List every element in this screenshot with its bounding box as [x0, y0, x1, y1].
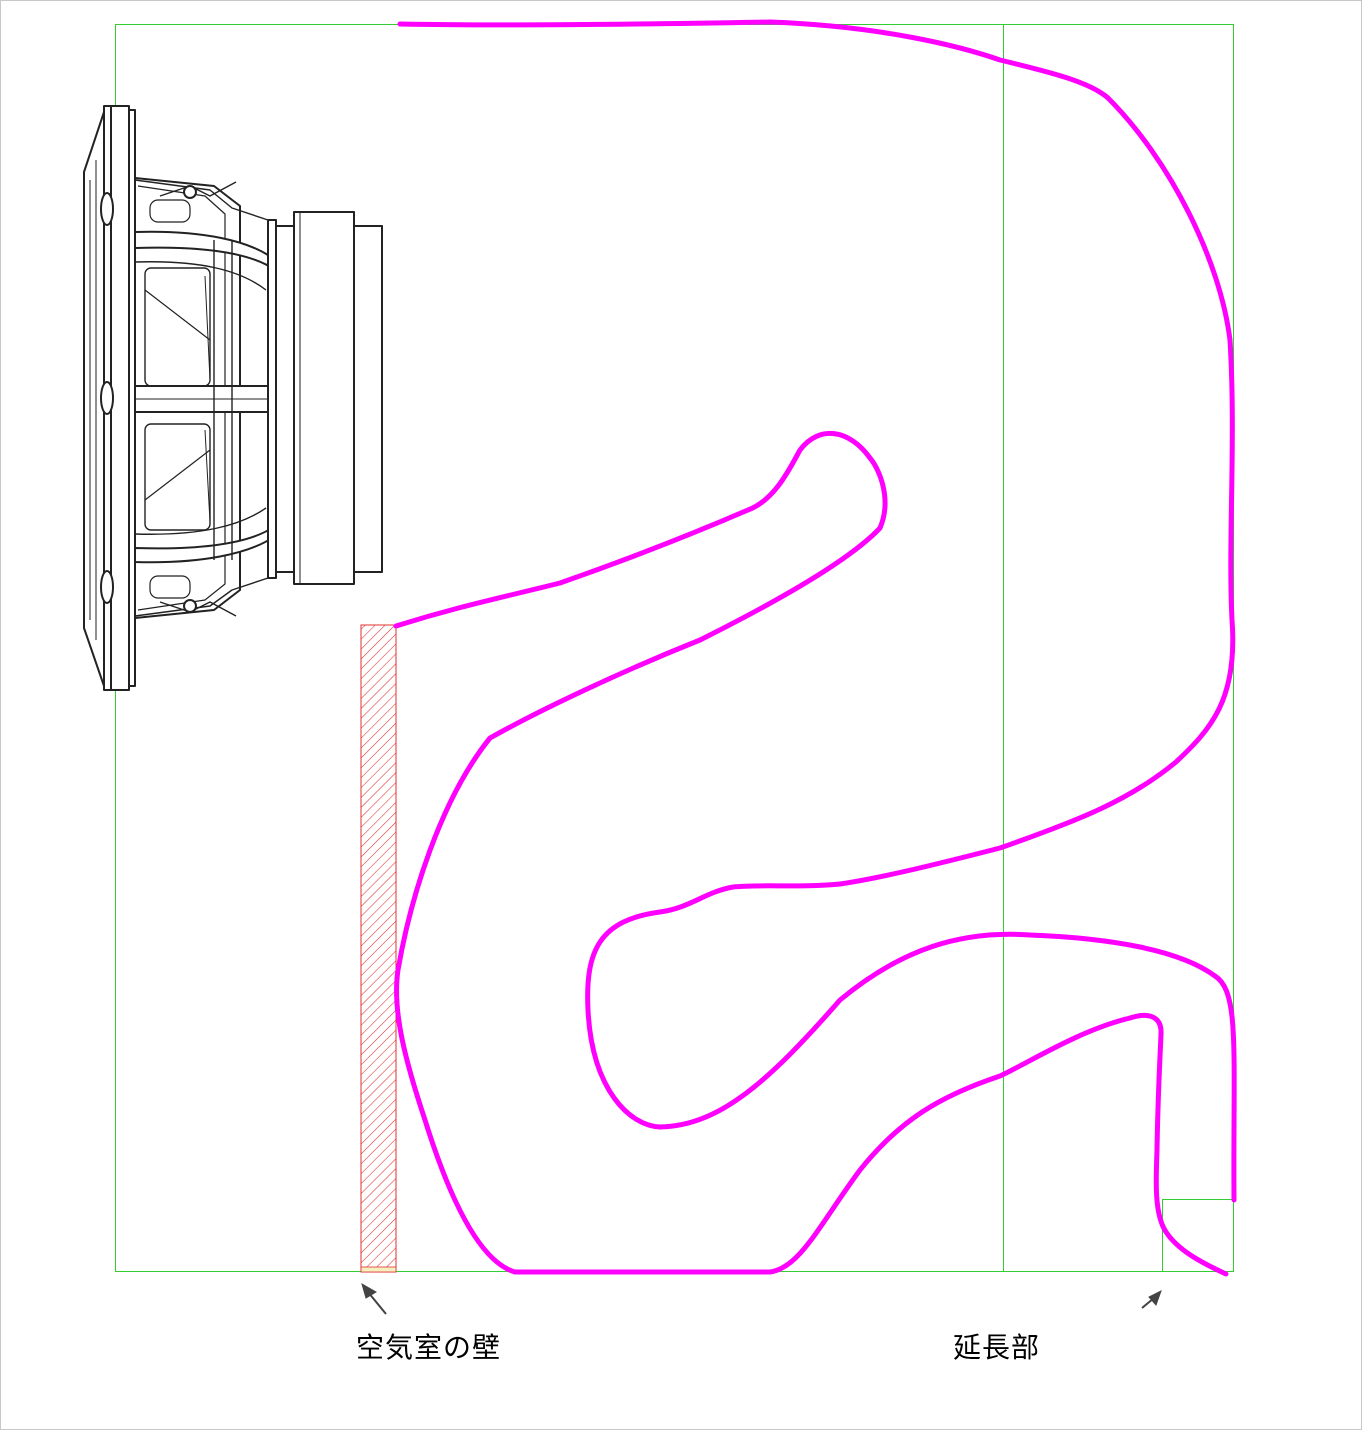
speaker-driver-side-view-icon [83, 105, 383, 691]
arrow-pointer-icon [1141, 1289, 1162, 1309]
extension-label: 延長部 [953, 1331, 1041, 1364]
arrow-pointer-icon [361, 1282, 387, 1315]
chamber-wall-cap [360, 1266, 397, 1273]
extension-box [1162, 1199, 1233, 1271]
horn-path-line [397, 19, 1237, 1203]
chamber-wall-label: 空気室の壁 [356, 1331, 502, 1364]
chamber-wall [360, 624, 397, 1273]
horn-path-line-inner [393, 431, 1229, 1277]
